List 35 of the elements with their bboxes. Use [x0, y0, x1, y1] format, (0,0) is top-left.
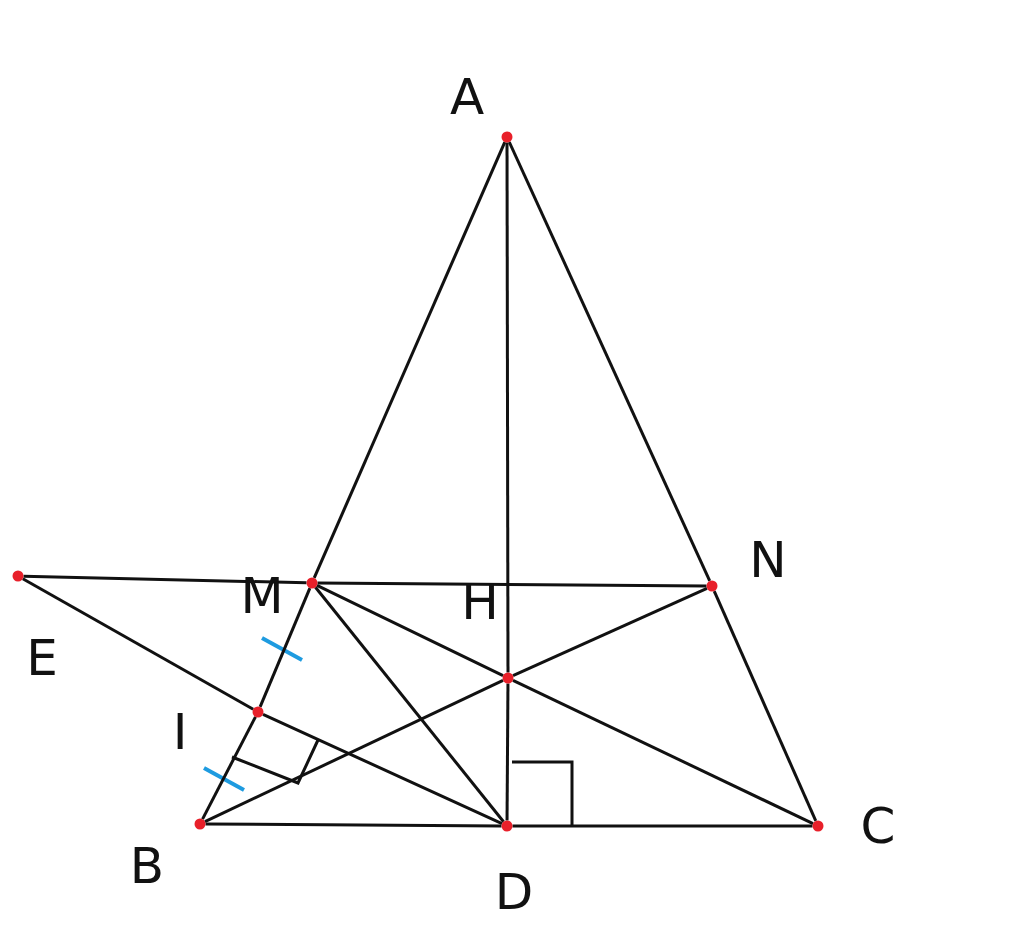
line-segment	[312, 141, 507, 579]
line-segment	[316, 584, 504, 677]
line-segment	[317, 581, 707, 588]
point-dot	[12, 570, 24, 582]
point-label: B	[129, 841, 165, 891]
line-segment	[205, 822, 502, 828]
point-dot	[501, 820, 513, 832]
point-label: N	[749, 535, 787, 585]
line-segment	[204, 679, 504, 823]
line-segment	[507, 141, 712, 582]
point-label: C	[860, 801, 896, 851]
line-segment	[314, 586, 505, 823]
point-label: H	[461, 577, 499, 627]
line-segment	[512, 679, 814, 825]
line-segment	[258, 587, 312, 708]
line-segment	[712, 590, 818, 822]
line-segment	[22, 577, 254, 711]
point-label: A	[449, 72, 485, 122]
line-segment	[512, 586, 708, 678]
line-segment	[201, 716, 257, 820]
line-segment	[262, 712, 503, 826]
point-label: D	[494, 867, 534, 917]
point-dot	[706, 580, 718, 592]
line-segment	[512, 824, 813, 828]
point-dot	[306, 577, 318, 589]
point-dot	[252, 706, 264, 718]
point-dot	[194, 818, 206, 830]
line-segment	[505, 683, 510, 821]
point-dot	[501, 131, 513, 143]
point-dot	[502, 672, 514, 684]
point-dot	[812, 820, 824, 832]
line-segment	[23, 574, 307, 585]
line-segment	[505, 142, 510, 673]
point-label: E	[26, 633, 58, 683]
point-label: I	[172, 707, 188, 757]
